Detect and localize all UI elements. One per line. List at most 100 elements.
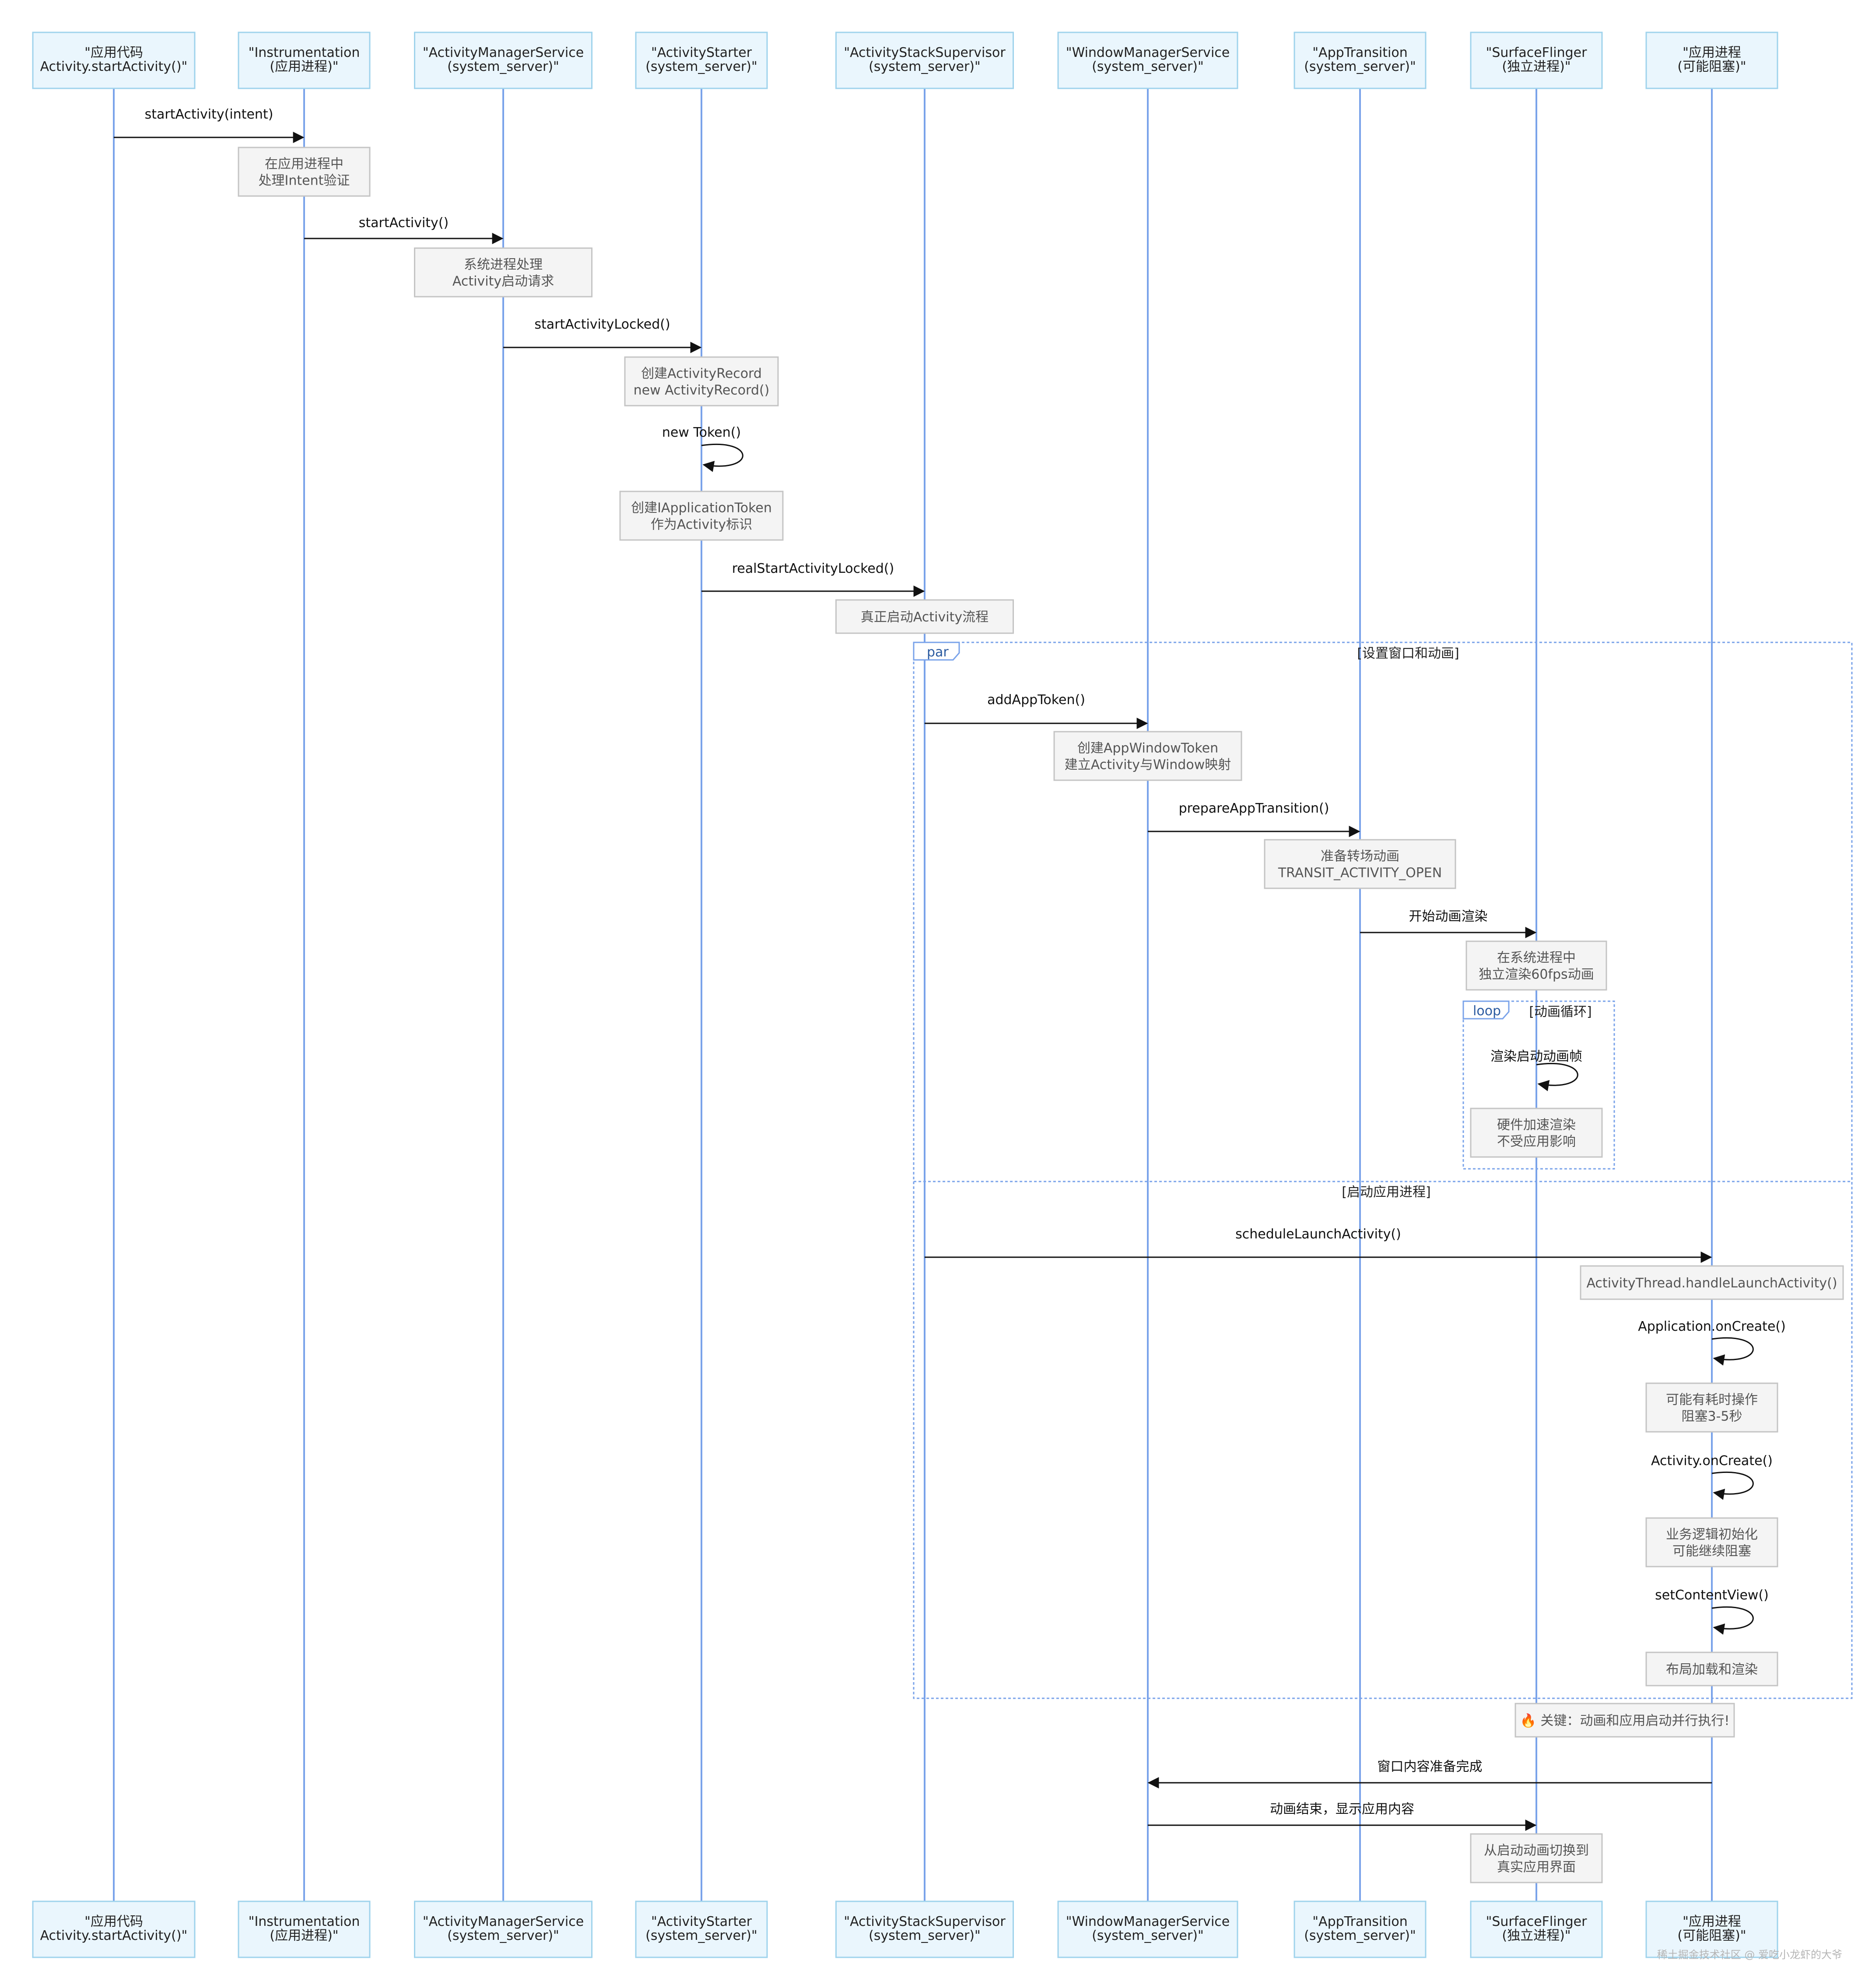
participant-sf-bottom: "SurfaceFlinger(独立进程)" [1470, 1900, 1603, 1958]
note-text-line: 在应用进程中 [265, 157, 344, 172]
message-label: startActivityLocked() [534, 317, 670, 332]
participant-label-line1: "ActivityStarter [651, 45, 752, 60]
participants: "应用代码Activity.startActivity()""应用代码Activ… [32, 32, 1778, 1958]
note-box [1264, 839, 1456, 889]
message-m5: realStartActivityLocked() [701, 561, 925, 597]
note-text-line: TRANSIT_ACTIVITY_OPEN [1278, 866, 1442, 881]
participant-label-line2: (应用进程)" [270, 59, 338, 74]
message-m15: 动画结束，显示应用内容 [1148, 1802, 1537, 1831]
note-text-line: 创建IApplicationToken [631, 501, 772, 516]
note-text-line: 独立渲染60fps动画 [1479, 967, 1594, 982]
message-m14: 窗口内容准备完成 [1147, 1759, 1712, 1788]
participant-label-line1: "AppTransition [1312, 1914, 1408, 1929]
self-message-arrow [1711, 1471, 1754, 1500]
note-box [414, 247, 592, 298]
message-label: 渲染启动动画帧 [1490, 1049, 1582, 1064]
participant-ams-top: "ActivityManagerService(system_server)" [414, 32, 592, 89]
par-frame-border [913, 642, 1853, 1699]
participant-at-bottom: "AppTransition(system_server)" [1294, 1900, 1427, 1958]
message-label: new Token() [662, 425, 741, 440]
participant-label-line1: "WindowManagerService [1066, 45, 1230, 60]
self-message-arrow [1536, 1062, 1578, 1091]
note-box [1580, 1265, 1844, 1300]
note-box [1053, 731, 1242, 781]
participant-label-line2: (独立进程)" [1502, 59, 1571, 74]
participant-label-line2: (system_server)" [645, 1928, 757, 1943]
note-box [835, 599, 1014, 634]
message-label: startActivity() [359, 215, 449, 231]
participant-as-top: "ActivityStarter(system_server)" [635, 32, 768, 89]
message-m12: Activity.onCreate() [1651, 1453, 1773, 1500]
participant-box [238, 1900, 371, 1958]
participant-label-line2: (system_server)" [1092, 59, 1204, 74]
message-label: addAppToken() [987, 692, 1085, 708]
note-text-line: 作为Activity标识 [651, 517, 752, 533]
watermark-text: 稀土掘金技术社区 @ 爱吃小龙虾的大爷 [1657, 1949, 1842, 1961]
par-tag-box [913, 642, 960, 661]
participant-label-line1: "应用代码 [84, 45, 143, 60]
participant-label-line1: "ActivityStarter [651, 1914, 752, 1929]
participant-label-line1: "Instrumentation [249, 45, 360, 60]
note-text-line: 🔥 关键：动画和应用启动并行执行! [1520, 1713, 1730, 1729]
note-box [1645, 1517, 1778, 1567]
participant-box [635, 32, 768, 89]
participant-box [835, 1900, 1014, 1958]
participant-label-line1: "ActivityStackSupervisor [844, 45, 1006, 60]
message-label: 动画结束，显示应用内容 [1270, 1802, 1414, 1817]
note-text-line: 从启动动画切换到 [1484, 1843, 1589, 1858]
participant-label-line1: "应用代码 [84, 1914, 143, 1929]
participant-label-line2: (system_server)" [869, 59, 981, 74]
message-m11: Application.onCreate() [1638, 1319, 1786, 1366]
note-text-line: 阻塞3-5秒 [1682, 1409, 1742, 1424]
message-label: Application.onCreate() [1638, 1319, 1786, 1334]
note-text-line: 可能有耗时操作 [1666, 1392, 1758, 1408]
note-box [238, 147, 371, 197]
participant-wms-top: "WindowManagerService(system_server)" [1057, 32, 1238, 89]
messages: startActivity(intent) startActivity() star… [114, 107, 1786, 1831]
message-m1: startActivity(intent) [114, 107, 305, 143]
participant-label-line2: (system_server)" [1304, 59, 1416, 74]
notes: 在应用进程中处理Intent验证系统进程处理Activity启动请求创建Acti… [238, 147, 1844, 1883]
participant-label-line2: (应用进程)" [270, 1928, 338, 1943]
loop-tag-label: loop [1473, 1003, 1501, 1019]
participant-box [1057, 1900, 1238, 1958]
participant-proc-bottom: "应用进程(可能阻塞)" [1645, 1900, 1778, 1958]
note-n14: 🔥 关键：动画和应用启动并行执行! [1514, 1703, 1735, 1738]
participant-box [414, 1900, 592, 1958]
participant-box [32, 1900, 196, 1958]
participant-label-line2: Activity.startActivity()" [40, 1928, 188, 1943]
participant-label-line2: (system_server)" [1092, 1928, 1204, 1943]
participant-label-line1: "ActivityManagerService [423, 45, 584, 60]
note-text-line: 建立Activity与Window映射 [1065, 757, 1231, 773]
loop-label: [动画循环] [1529, 1004, 1592, 1020]
message-m10: scheduleLaunchActivity() [925, 1227, 1712, 1263]
participant-label-line1: "ActivityStackSupervisor [844, 1914, 1006, 1929]
note-n13: 布局加载和渲染 [1645, 1651, 1778, 1686]
participant-label-line2: (system_server)" [447, 1928, 559, 1943]
message-m6: addAppToken() [925, 692, 1148, 729]
participant-label-line2: (system_server)" [869, 1928, 981, 1943]
participant-box [1645, 1900, 1778, 1958]
self-message-arrow [1711, 1337, 1754, 1366]
note-box [1470, 1108, 1603, 1158]
participant-label-line1: "应用进程 [1683, 45, 1741, 60]
participant-label-line1: "ActivityManagerService [423, 1914, 584, 1929]
note-n10: ActivityThread.handleLaunchActivity() [1580, 1265, 1844, 1300]
loop-fragment: loop [动画循环] [1462, 1000, 1615, 1170]
message-m3: startActivityLocked() [503, 317, 702, 353]
note-box [619, 491, 784, 541]
note-text-line: 可能继续阻塞 [1672, 1544, 1751, 1559]
participant-label-line2: Activity.startActivity()" [40, 59, 188, 74]
note-text-line: 业务逻辑初始化 [1666, 1527, 1758, 1543]
